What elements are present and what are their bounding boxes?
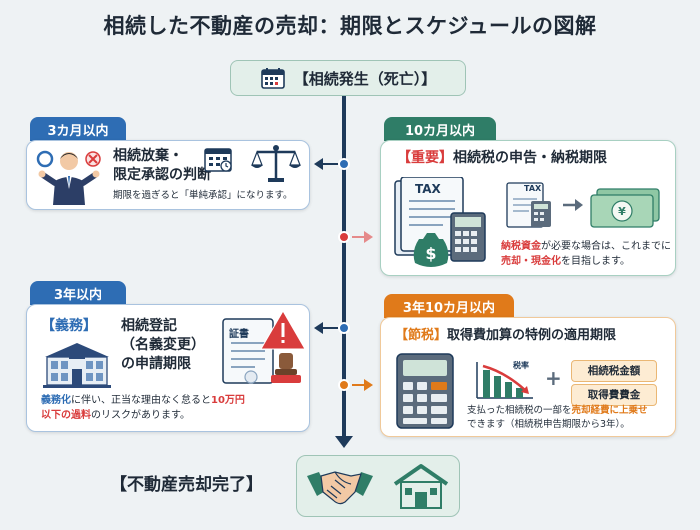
tax-doc-label: TAX xyxy=(415,182,441,196)
svg-text:$: $ xyxy=(425,244,436,263)
start-box: 【相続発生（死亡）】 xyxy=(230,60,466,96)
arrow-3m xyxy=(314,158,323,170)
connector-10m xyxy=(352,236,366,238)
card-3y10m-note-emph: 売却経費に上乗せ xyxy=(571,405,648,416)
start-label: 【相続発生（死亡）】 xyxy=(293,69,437,88)
page-title: 相続した不動産の売却：期限とスケジュールの図解 xyxy=(103,14,597,38)
timeline-dot-3y xyxy=(338,322,350,334)
connector-3y xyxy=(322,327,340,329)
certificate-icon xyxy=(222,310,306,384)
timeline-dot-3m xyxy=(338,158,350,170)
card-3y10m-heading: 【節税】取得費加算の特例の適用期限 xyxy=(395,326,616,345)
pill-inheritance-tax: 相続税金額 xyxy=(571,360,657,382)
card-10m-note-text2: でに xyxy=(651,241,671,252)
calendar-icon xyxy=(260,68,285,89)
card-3y-note: 義務化に伴い、正当な理由なく怠ると10万円以下の過料のリスクがあります。 xyxy=(41,393,305,423)
tax-to-cash-icon: ¥ xyxy=(506,182,660,228)
arrow-10m xyxy=(364,231,373,243)
card-3m: 相続放棄・ 限定承認の判断 期限を過ぎると「単純承認」になります。 xyxy=(26,140,310,210)
card-3y-heading-line1: 相続登記 xyxy=(121,318,177,334)
person-thinking-icon xyxy=(36,150,101,205)
end-label: 【不動産売却完了】 xyxy=(110,475,263,495)
certificate-label: 証書 xyxy=(229,329,249,340)
card-3y-heading: 相続登記 （名義変更） の申請期限 xyxy=(121,317,205,374)
calendar-icon xyxy=(204,148,232,172)
card-3y-note-text1: に伴い、正当な理由なく怠ると xyxy=(71,395,211,406)
arrow-3y xyxy=(314,322,323,334)
card-3y-note-emph1: 義務化 xyxy=(41,395,71,406)
chart-label: 税率 xyxy=(513,361,529,370)
card-3y-note-emph2: 10万円 xyxy=(211,395,245,406)
card-3y-heading-line3: の申請期限 xyxy=(121,356,191,372)
card-3y-heading-line2: （名義変更） xyxy=(121,337,205,353)
card-3m-heading-line2: 限定承認の判断 xyxy=(113,167,211,183)
connector-3y10m xyxy=(352,384,366,386)
card-10m-note: 納税資金が必要な場合は、これまでに売却・現金化を目指します。 xyxy=(501,239,673,269)
card-10m-note-text1: が必要な場合は、これま xyxy=(541,241,651,252)
tab-3m: 3カ月以内 xyxy=(30,117,126,141)
card-10m-note-emph2: 売却・現金化 xyxy=(501,256,561,267)
declining-chart-icon xyxy=(476,362,533,399)
arrow-3y10m xyxy=(364,379,373,391)
plus-sign: + xyxy=(545,366,562,390)
card-10m-heading: 【重要】相続税の申告・納税期限 xyxy=(397,149,607,168)
tab-3y10m: 3年10カ月以内 xyxy=(384,294,514,318)
handshake-icon xyxy=(307,471,373,505)
timeline-line xyxy=(342,96,346,438)
card-3y10m-note-text1: 支払った相続税の一部を xyxy=(467,405,572,416)
timeline-dot-10m xyxy=(338,231,350,243)
timeline-arrow-head xyxy=(335,436,353,448)
card-3y-note-emph3: 以下の過料 xyxy=(41,410,91,421)
card-3y-prefix: 【義務】 xyxy=(41,318,97,334)
card-3y10m: 【節税】取得費加算の特例の適用期限 税率 + 相続税金額 取得費費金 支払った相… xyxy=(380,317,676,437)
timeline-dot-3y10m xyxy=(338,379,350,391)
card-10m-note-emph1: 納税資金 xyxy=(501,241,541,252)
card-3m-heading-line1: 相続放棄・ xyxy=(113,148,183,164)
card-3y10m-note-text2: できます（相続税申告期限から3年）。 xyxy=(467,419,630,430)
connector-3m xyxy=(322,163,340,165)
tab-10m: 10カ月以内 xyxy=(384,117,496,141)
building-icon xyxy=(43,343,111,388)
card-3y-heading-prefix: 【義務】 xyxy=(41,317,97,336)
scales-icon xyxy=(251,145,301,182)
pill-acquisition-cost: 取得費費金 xyxy=(571,384,657,406)
end-box xyxy=(296,455,460,517)
card-3y10m-heading-prefix: 【節税】 xyxy=(395,328,448,343)
card-3m-note: 期限を過ぎると「単純承認」になります。 xyxy=(113,190,293,201)
card-3y-note-text2: のリスクがあります。 xyxy=(91,410,190,421)
card-10m-note-text3: を目指します。 xyxy=(561,256,630,267)
card-10m: 【重要】相続税の申告・納税期限 $ TAX xyxy=(380,140,676,276)
house-icon xyxy=(393,464,449,509)
tab-3y: 3年以内 xyxy=(30,281,126,305)
card-10m-heading-text: 相続税の申告・納税期限 xyxy=(453,150,607,166)
card-3y10m-note: 支払った相続税の一部を売却経費に上乗せできます（相続税申告期限から3年）。 xyxy=(467,404,673,432)
tax-small-label: TAX xyxy=(524,184,542,193)
card-3y10m-heading-text: 取得費加算の特例の適用期限 xyxy=(447,328,617,343)
card-3y: 【義務】 相続登記 （名義変更） の申請期限 証書 義務化に伴 xyxy=(26,304,310,432)
tax-documents-icon: $ xyxy=(394,177,486,267)
svg-text:¥: ¥ xyxy=(618,205,626,218)
card-10m-heading-prefix: 【重要】 xyxy=(397,150,453,166)
calculator-icon xyxy=(396,353,454,429)
card-3m-heading: 相続放棄・ 限定承認の判断 xyxy=(113,147,211,185)
